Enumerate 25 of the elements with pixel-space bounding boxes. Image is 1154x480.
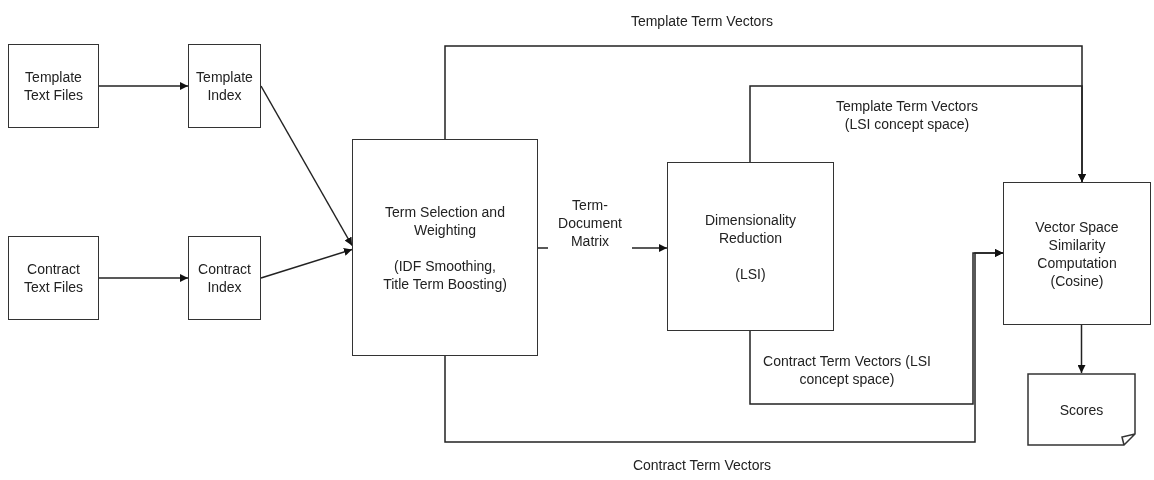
node-label: Template Index [195, 68, 254, 104]
node-label: (IDF Smoothing, Title Term Boosting) [383, 256, 507, 293]
node-label: Dimensionality Reduction [703, 210, 797, 247]
node-label: Term Selection and Weighting [384, 202, 506, 239]
arrow [1077, 324, 1086, 374]
arrow [260, 248, 353, 279]
node-label: (LSI) [735, 264, 766, 283]
node-label: Contract Text Files [22, 260, 85, 296]
document-shape [1027, 373, 1136, 446]
arrow [749, 85, 1086, 183]
arrow [260, 85, 353, 247]
arrow [444, 249, 1004, 443]
process-box [667, 162, 834, 331]
process-box [8, 44, 99, 128]
process-box [188, 236, 261, 320]
node-label: Vector Space Similarity Computation (Cosine) [1034, 217, 1120, 290]
process-box [8, 236, 99, 320]
node-label: Template Text Files [22, 68, 85, 104]
arrow [98, 274, 189, 282]
process-box [188, 44, 261, 128]
arrow [98, 82, 189, 90]
node-label: Scores [1059, 400, 1104, 419]
process-box [352, 139, 538, 356]
process-box [1003, 182, 1151, 325]
node-label: Contract Index [197, 260, 252, 296]
